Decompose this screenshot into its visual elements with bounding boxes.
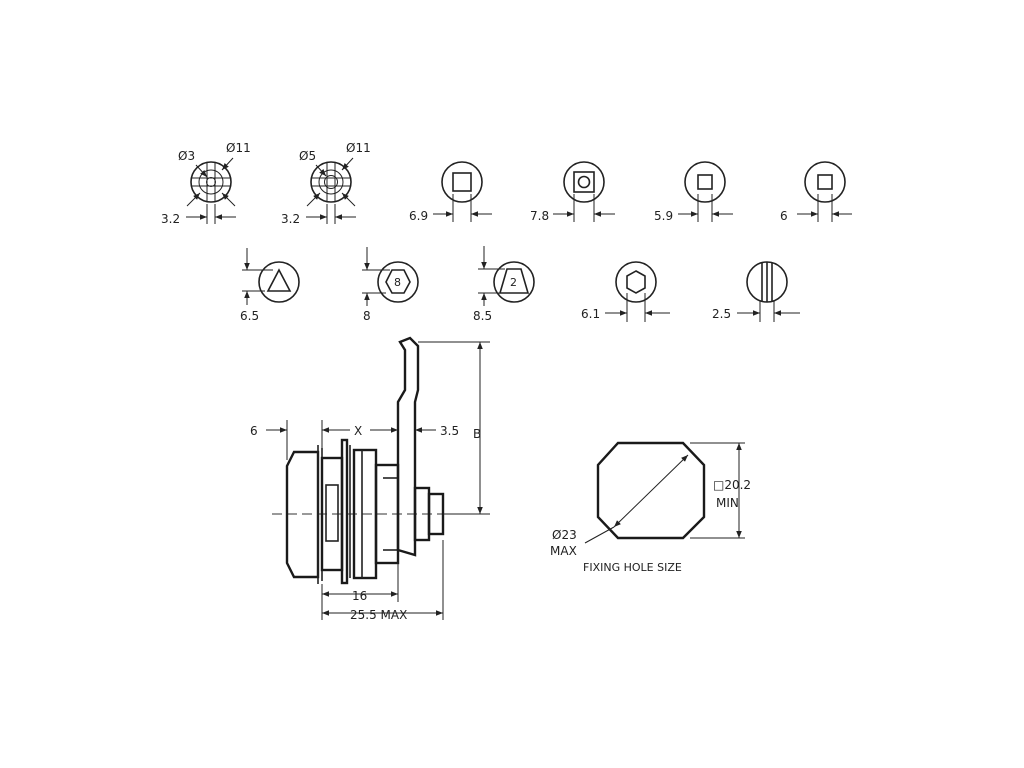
key-profile-9: 2 8.5 bbox=[473, 246, 535, 323]
key8-height: 8 bbox=[363, 309, 371, 323]
side-view-dimensions: 6 X 3.5 B 16 25.5 MAX bbox=[250, 341, 490, 622]
key-profile-6: 6 bbox=[780, 161, 852, 223]
key5-width: 5.9 bbox=[654, 209, 673, 223]
key2-outer-diameter: Ø11 bbox=[346, 141, 371, 155]
key1-width: 3.2 bbox=[161, 212, 180, 226]
key9-height: 8.5 bbox=[473, 309, 492, 323]
key4-width: 7.8 bbox=[530, 209, 549, 223]
key-profile-11: 2.5 bbox=[712, 261, 800, 322]
key8-glyph: 8 bbox=[394, 276, 401, 289]
key-profile-8: 8 8 bbox=[362, 247, 419, 323]
dim-16: 16 bbox=[352, 589, 367, 603]
key11-width: 2.5 bbox=[712, 307, 731, 321]
key7-height: 6.5 bbox=[240, 309, 259, 323]
cam-lock-side-view bbox=[272, 336, 474, 585]
key-profile-3: 6.9 bbox=[409, 161, 492, 223]
hole-diagonal-max: MAX bbox=[550, 544, 577, 558]
key3-width: 6.9 bbox=[409, 209, 428, 223]
key2-inner-diameter: Ø5 bbox=[299, 149, 316, 163]
hole-size-value: □20.2 bbox=[713, 478, 751, 492]
key-profile-2: Ø5 Ø11 3.2 bbox=[281, 141, 371, 226]
key1-inner-diameter: Ø3 bbox=[178, 149, 195, 163]
dim-6: 6 bbox=[250, 424, 258, 438]
key-profile-4: 7.8 bbox=[530, 161, 615, 223]
key-profile-5: 5.9 bbox=[654, 161, 733, 223]
key2-width: 3.2 bbox=[281, 212, 300, 226]
dim-25-5-max: 25.5 MAX bbox=[350, 608, 407, 622]
key1-outer-diameter: Ø11 bbox=[226, 141, 251, 155]
key9-glyph: 2 bbox=[510, 276, 517, 289]
key-profile-1: Ø3 Ø11 3.2 bbox=[161, 141, 251, 226]
key-profile-7: 6.5 bbox=[240, 248, 300, 323]
fixing-hole: □20.2 MIN Ø23 MAX FIXING HOLE SIZE bbox=[550, 441, 751, 574]
fixing-hole-caption: FIXING HOLE SIZE bbox=[583, 561, 682, 574]
dim-b: B bbox=[473, 427, 481, 441]
key10-width: 6.1 bbox=[581, 307, 600, 321]
hole-size-min: MIN bbox=[716, 496, 739, 510]
key-profile-10: 6.1 bbox=[581, 261, 670, 322]
key6-width: 6 bbox=[780, 209, 788, 223]
dim-3-5: 3.5 bbox=[440, 424, 459, 438]
hole-diagonal-value: Ø23 bbox=[552, 528, 577, 542]
dim-x: X bbox=[354, 424, 362, 438]
